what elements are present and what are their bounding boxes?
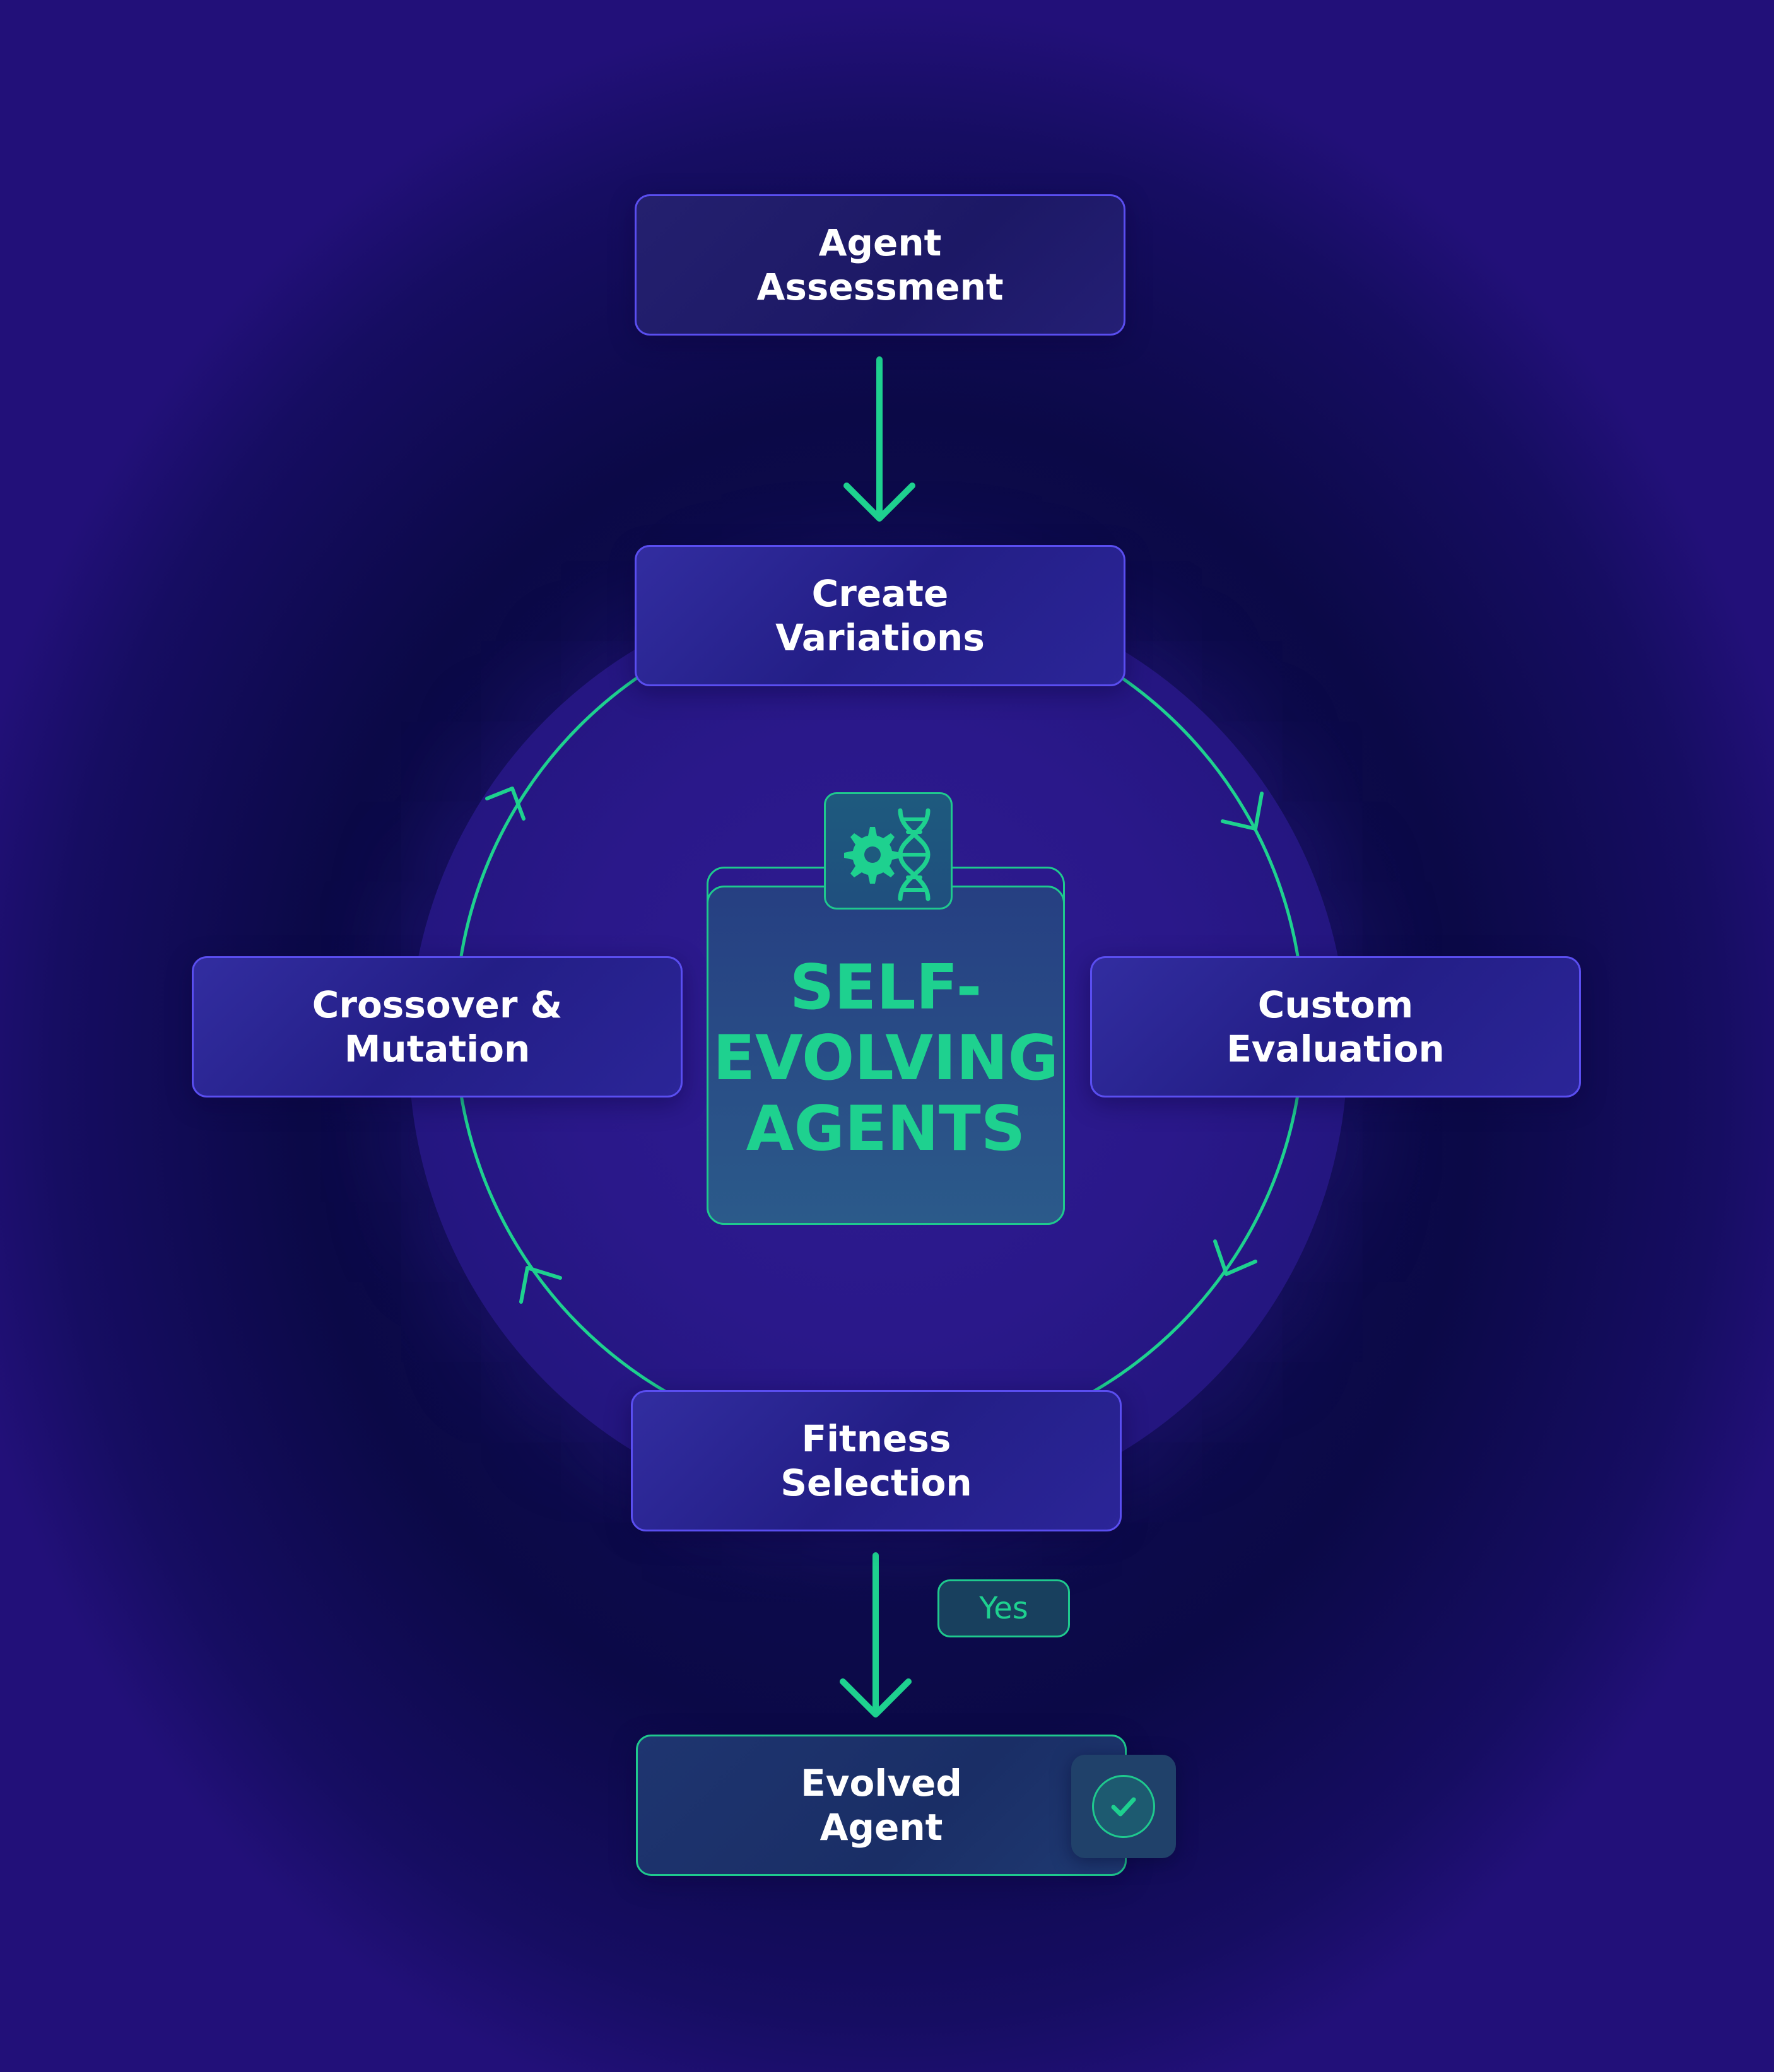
node-fitness-selection-label: Fitness Selection — [780, 1417, 972, 1504]
arrowhead-bottom-left — [519, 1266, 562, 1304]
node-create-variations-label: Create Variations — [775, 572, 985, 659]
center-title: SELF- EVOLVING AGENTS — [712, 952, 1059, 1165]
node-evolved-agent: Evolved Agent — [636, 1735, 1127, 1876]
arrowhead-top-left — [485, 787, 526, 821]
node-create-variations: Create Variations — [635, 545, 1125, 686]
arrowhead-fitness-to-evolved — [840, 1678, 912, 1718]
node-custom-evaluation: Custom Evaluation — [1090, 956, 1581, 1097]
arrowhead-top-right — [1221, 792, 1264, 831]
node-fitness-selection: Fitness Selection — [631, 1390, 1122, 1531]
yes-badge: Yes — [937, 1579, 1070, 1637]
node-crossover-mutation-label: Crossover & Mutation — [312, 983, 563, 1070]
node-agent-assessment: Agent Assessment — [635, 194, 1125, 336]
gear-dna-icon — [824, 792, 953, 910]
gear-dna-icon-graphic — [844, 808, 931, 901]
node-agent-assessment-label: Agent Assessment — [756, 221, 1004, 308]
node-evolved-agent-label: Evolved Agent — [801, 1762, 962, 1849]
node-crossover-mutation: Crossover & Mutation — [192, 956, 683, 1097]
check-circle — [1092, 1775, 1155, 1838]
node-custom-evaluation-label: Custom Evaluation — [1226, 983, 1445, 1070]
yes-badge-label: Yes — [979, 1591, 1028, 1626]
check-circle-icon — [1071, 1755, 1176, 1858]
arrowhead-assessment-to-variations — [843, 483, 915, 522]
center-card: SELF- EVOLVING AGENTS — [707, 886, 1065, 1225]
check-mark-icon — [1111, 1797, 1136, 1817]
arrowhead-bottom-right — [1213, 1239, 1257, 1276]
